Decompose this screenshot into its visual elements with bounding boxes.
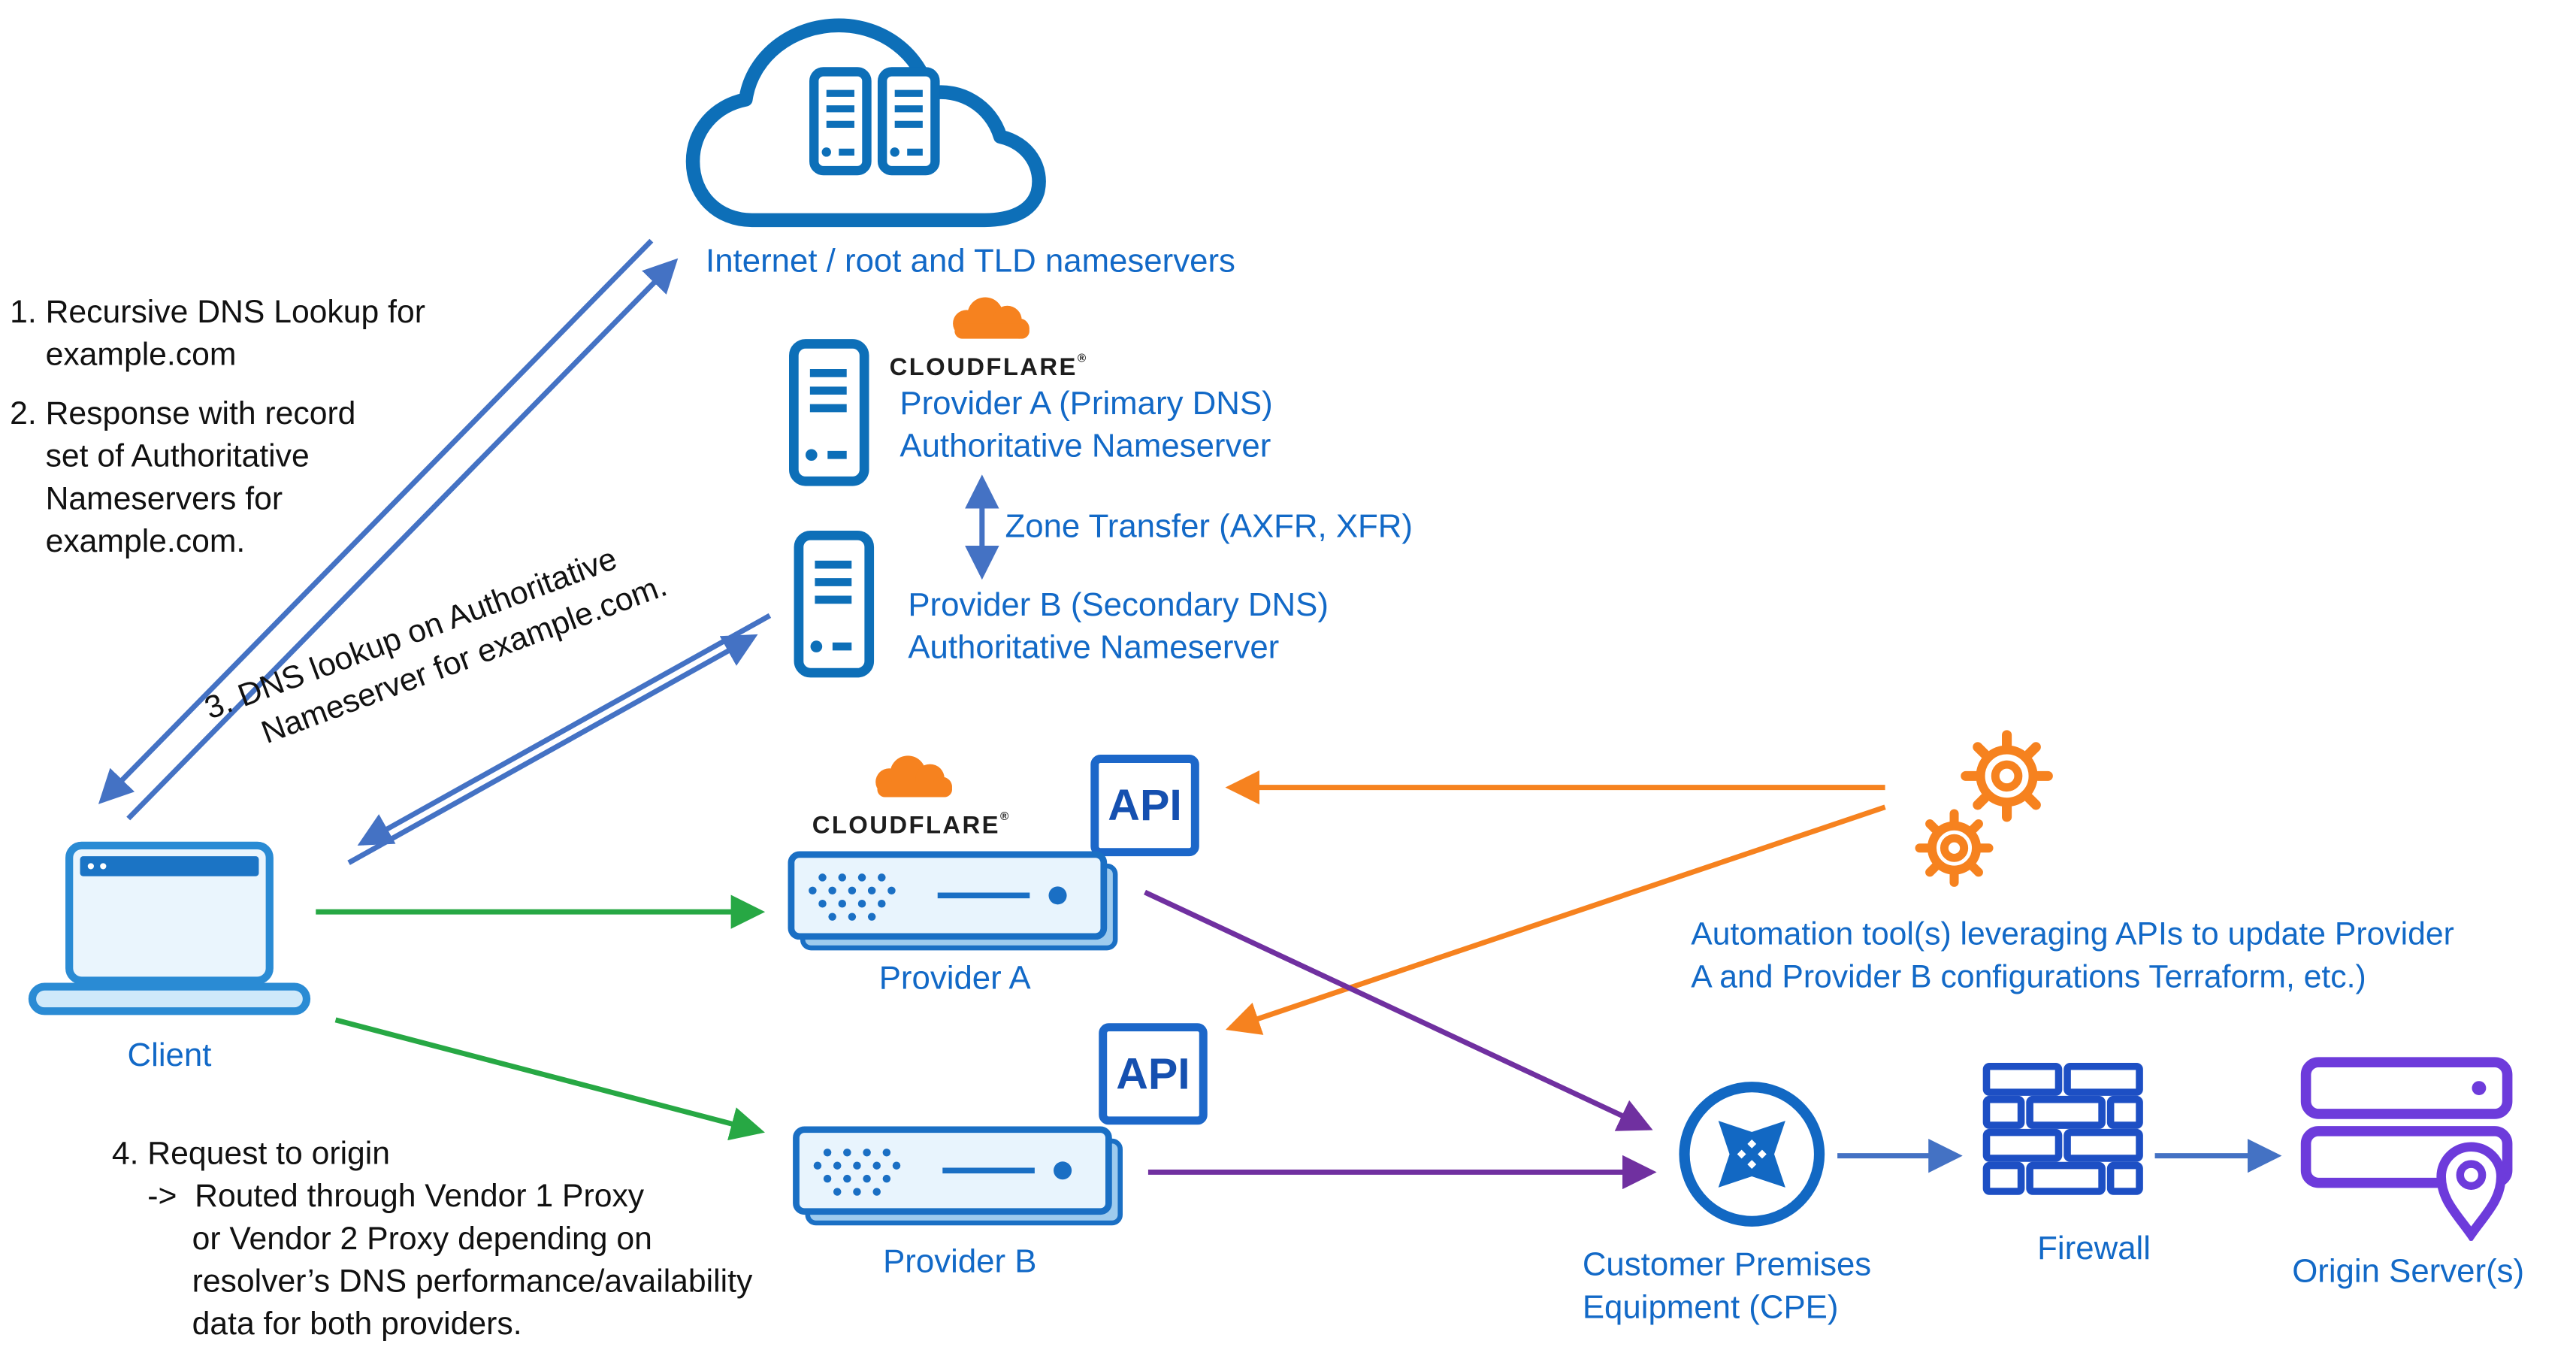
internet-cloud-icon — [685, 18, 1046, 228]
provider-a-api-box: API — [1090, 755, 1199, 857]
provider-b-api-box: API — [1099, 1023, 1208, 1125]
provider-a-proxy-icon — [788, 851, 1118, 951]
provider-a-ns-label: Provider A (Primary DNS) Authoritative N… — [899, 383, 1272, 468]
step2-text: 2. Response with record set of Authorita… — [10, 396, 356, 560]
provider-b-proxy-icon — [793, 1126, 1123, 1226]
api-label: API — [1116, 1049, 1190, 1098]
arrow-client-to-provider-b — [334, 1017, 765, 1141]
origin-servers-icon — [2300, 1057, 2513, 1241]
cloudflare-wordmark: CLOUDFLARE® — [888, 353, 1089, 381]
cloudflare-cloud-icon — [875, 755, 952, 798]
root-nameserver-icon — [809, 67, 872, 176]
api-label: API — [1108, 779, 1182, 830]
step1-text: 1. Recursive DNS Lookup for example.com — [10, 295, 425, 374]
provider-b-ns-line1: Provider B (Secondary DNS) — [908, 587, 1329, 624]
tld-nameserver-icon — [877, 67, 940, 176]
cpe-line2: Equipment (CPE) — [1582, 1290, 1839, 1327]
origin-label: Origin Server(s) — [2292, 1254, 2525, 1291]
provider-a-ns-line2: Authoritative Nameserver — [899, 428, 1271, 465]
provider-b-ns-label: Provider B (Secondary DNS) Authoritative… — [908, 585, 1329, 670]
client-label: Client — [127, 1037, 212, 1074]
cloudflare-logo-top: CLOUDFLARE® — [888, 293, 1089, 381]
firewall-icon — [1982, 1062, 2143, 1195]
client-laptop-icon — [28, 841, 311, 1015]
automation-line1: Automation tool(s) leveraging APIs to up… — [1691, 916, 2454, 953]
arrow-provider-a-to-cpe — [1144, 889, 1653, 1131]
automation-line2: A and Provider B configurations Terrafor… — [1691, 959, 2366, 996]
cloudflare-cloud-icon — [953, 297, 1029, 339]
cpe-router-icon — [1679, 1082, 1825, 1227]
provider-b-nameserver-icon — [794, 530, 875, 678]
cpe-line1: Customer Premises — [1582, 1247, 1872, 1284]
location-pin-icon — [2436, 1142, 2506, 1241]
automation-gears-icon — [1915, 730, 2053, 887]
registered-mark: ® — [999, 812, 1011, 824]
provider-a-label: Provider A — [878, 961, 1031, 997]
zone-transfer-label: Zone Transfer (AXFR, XFR) — [1005, 509, 1413, 546]
cloudflare-wordmark: CLOUDFLARE® — [806, 812, 1017, 840]
provider-a-nameserver-icon — [788, 339, 869, 486]
cloudflare-wordmark-text: CLOUDFLARE — [812, 812, 1000, 840]
provider-a-ns-line1: Provider A (Primary DNS) — [899, 386, 1273, 422]
automation-label: Automation tool(s) leveraging APIs to up… — [1691, 913, 2562, 998]
cloudflare-wordmark-text: CLOUDFLARE — [889, 353, 1078, 382]
provider-b-label: Provider B — [883, 1244, 1037, 1281]
registered-mark: ® — [1077, 353, 1088, 365]
internet-label: Internet / root and TLD nameservers — [706, 244, 1235, 280]
cloudflare-logo-provider-a: CLOUDFLARE® — [806, 752, 1017, 840]
firewall-label: Firewall — [2037, 1230, 2151, 1267]
cpe-label: Customer Premises Equipment (CPE) — [1583, 1244, 1871, 1329]
step4-text: 4. Request to origin -> Routed through V… — [111, 1136, 753, 1342]
provider-b-ns-line2: Authoritative Nameserver — [908, 630, 1280, 667]
